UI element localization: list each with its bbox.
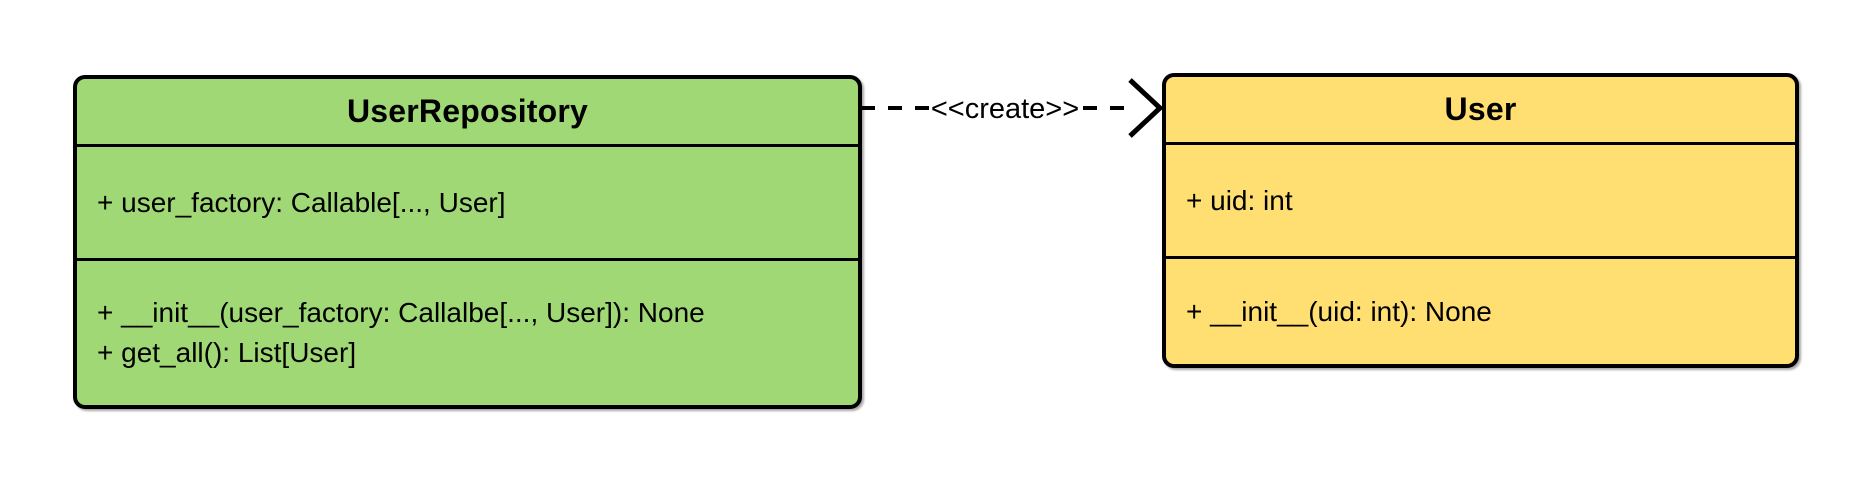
class-box-user: User + uid: int + __init__(uid: int): No… <box>1162 73 1799 368</box>
attributes-compartment-user: + uid: int <box>1166 145 1795 259</box>
attribute-line: + uid: int <box>1186 184 1293 216</box>
attributes-compartment-userrepository: + user_factory: Callable[..., User] <box>77 147 858 261</box>
class-name-userrepository: UserRepository <box>77 79 858 147</box>
method-line: + get_all(): List[User] <box>97 337 357 368</box>
method-line: + __init__(user_factory: Callalbe[..., U… <box>97 297 705 328</box>
create-dependency-arrow: <<create>> <box>861 78 1164 138</box>
attribute-line: + user_factory: Callable[..., User] <box>97 186 506 218</box>
methods-compartment-user: + __init__(uid: int): None <box>1166 259 1795 364</box>
class-box-userrepository: UserRepository + user_factory: Callable[… <box>73 75 862 409</box>
class-name-user: User <box>1166 77 1795 145</box>
methods-compartment-userrepository: + __init__(user_factory: Callalbe[..., U… <box>77 261 858 405</box>
open-arrowhead-icon <box>1128 78 1164 138</box>
create-stereotype-label: <<create>> <box>931 93 1079 125</box>
method-line: + __init__(uid: int): None <box>1186 295 1492 327</box>
